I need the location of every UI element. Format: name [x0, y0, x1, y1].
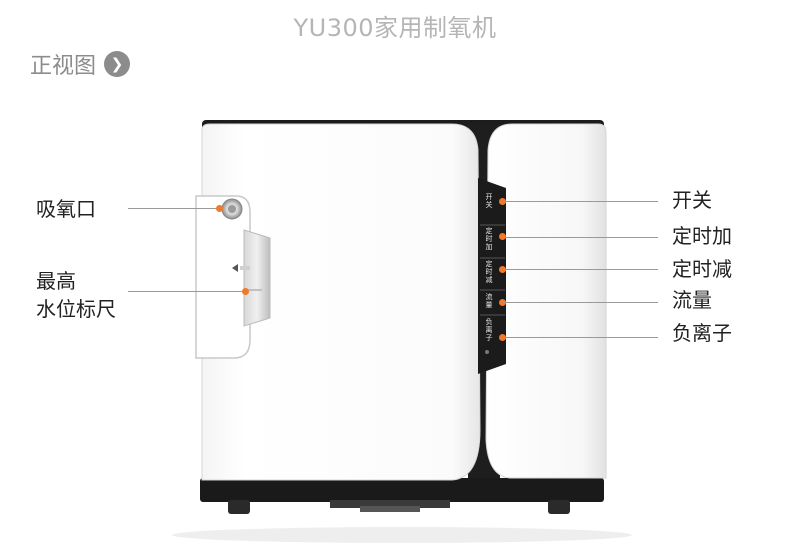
panel-button-anion[interactable]: 负离子: [485, 318, 493, 342]
callout-anion: 负离子: [672, 321, 732, 345]
panel-button-timer-plus[interactable]: 定时加: [485, 227, 493, 251]
callout-dot-water-level: [242, 288, 249, 295]
callout-dot-flow: [499, 299, 506, 306]
view-label: 正视图 ❯: [30, 48, 131, 80]
callout-dot-timer-minus: [499, 266, 506, 273]
chevron-right-icon[interactable]: ❯: [104, 51, 131, 77]
page-title: YU300家用制氧机: [293, 14, 497, 42]
panel-button-power[interactable]: 开关: [485, 193, 493, 209]
view-label-text: 正视图: [30, 54, 97, 79]
callout-line-water-level: [128, 291, 244, 292]
panel-button-flow[interactable]: 流量: [485, 293, 493, 309]
callout-timer-plus: 定时加: [672, 224, 732, 248]
callout-line-oxygen-outlet: [128, 208, 220, 209]
callout-timer-minus: 定时减: [672, 257, 732, 281]
callout-dot-power: [499, 198, 506, 205]
callout-max-water-level-1: 最高: [36, 269, 76, 293]
callout-dot-oxygen-outlet: [216, 205, 223, 212]
callout-power: 开关: [672, 188, 712, 212]
callout-line-power: [503, 201, 658, 202]
callout-dot-anion: [499, 334, 506, 341]
callout-line-anion: [503, 337, 658, 338]
callout-line-timer-minus: [503, 269, 658, 270]
callout-line-flow: [503, 302, 658, 303]
callout-oxygen-outlet: 吸氧口: [36, 197, 96, 221]
callout-line-timer-plus: [503, 237, 658, 238]
callout-flow: 流量: [672, 288, 712, 312]
panel-button-timer-minus[interactable]: 定时减: [485, 260, 493, 284]
callout-max-water-level-2: 水位标尺: [36, 297, 116, 321]
callout-dot-timer-plus: [499, 233, 506, 240]
